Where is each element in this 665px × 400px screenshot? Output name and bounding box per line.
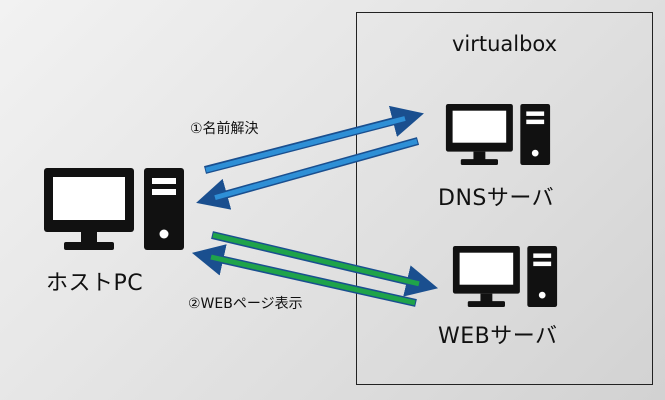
- virtualbox-frame: [356, 12, 653, 385]
- desktop-pc-icon: [452, 246, 558, 308]
- virtualbox-title: virtualbox: [451, 32, 558, 56]
- arrow-dns-to-host-fill: [214, 138, 418, 201]
- arrow-host-to-dns-fill: [205, 116, 406, 173]
- dns-server-label: DNSサーバ: [438, 186, 555, 211]
- desktop-pc-icon: [445, 104, 551, 166]
- edge-label-web-page: ②WEBページ表示: [188, 296, 303, 312]
- edge-label-name-resolution: ①名前解決: [190, 121, 259, 137]
- desktop-pc-icon: [44, 168, 184, 250]
- host-pc-label: ホストPC: [46, 271, 144, 296]
- arrow-host-to-web-fill: [212, 232, 420, 287]
- web-server-label: WEBサーバ: [438, 324, 558, 349]
- arrow-web-to-host-fill: [210, 254, 416, 306]
